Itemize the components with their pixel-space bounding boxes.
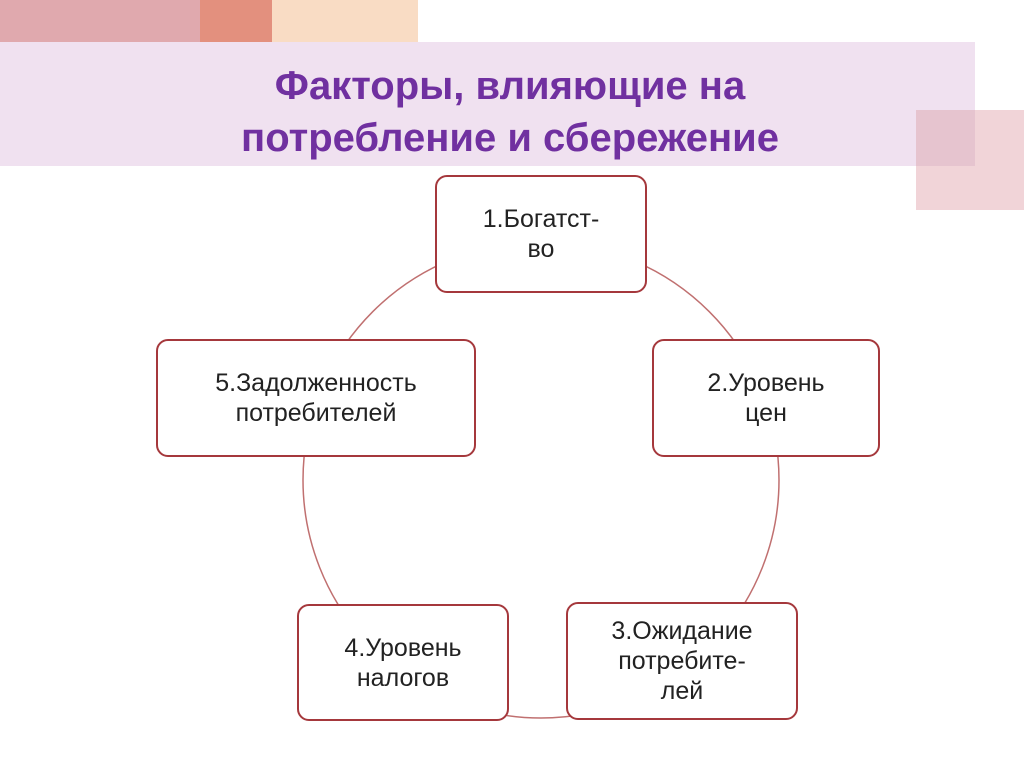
decor-block-mauve: [916, 110, 975, 166]
cycle-node-label: 3.Ожидание потребите- лей: [611, 617, 753, 705]
cycle-node-label: 4.Уровень налогов: [344, 633, 462, 692]
cycle-node-tax-level: 4.Уровень налогов: [297, 604, 509, 721]
cycle-node-label: 2.Уровень цен: [707, 369, 825, 427]
title-line-1: Факторы, влияющие на: [274, 64, 746, 108]
slide-title: Факторы, влияющие на потребление и сбере…: [120, 60, 900, 164]
cycle-node-price-level: 2.Уровень цен: [652, 339, 880, 457]
cycle-node-consumer-expectations: 3.Ожидание потребите- лей: [566, 602, 798, 720]
cycle-node-label: 5.Задолженность потребителей: [215, 369, 417, 427]
title-line-2: потребление и сбережение: [241, 116, 779, 160]
title-band: [0, 42, 975, 166]
cycle-node-consumer-debt: 5.Задолженность потребителей: [156, 339, 476, 457]
cycle-node-label: 1.Богатст- во: [482, 205, 600, 263]
cycle-node-wealth: 1.Богатст- во: [435, 175, 647, 293]
